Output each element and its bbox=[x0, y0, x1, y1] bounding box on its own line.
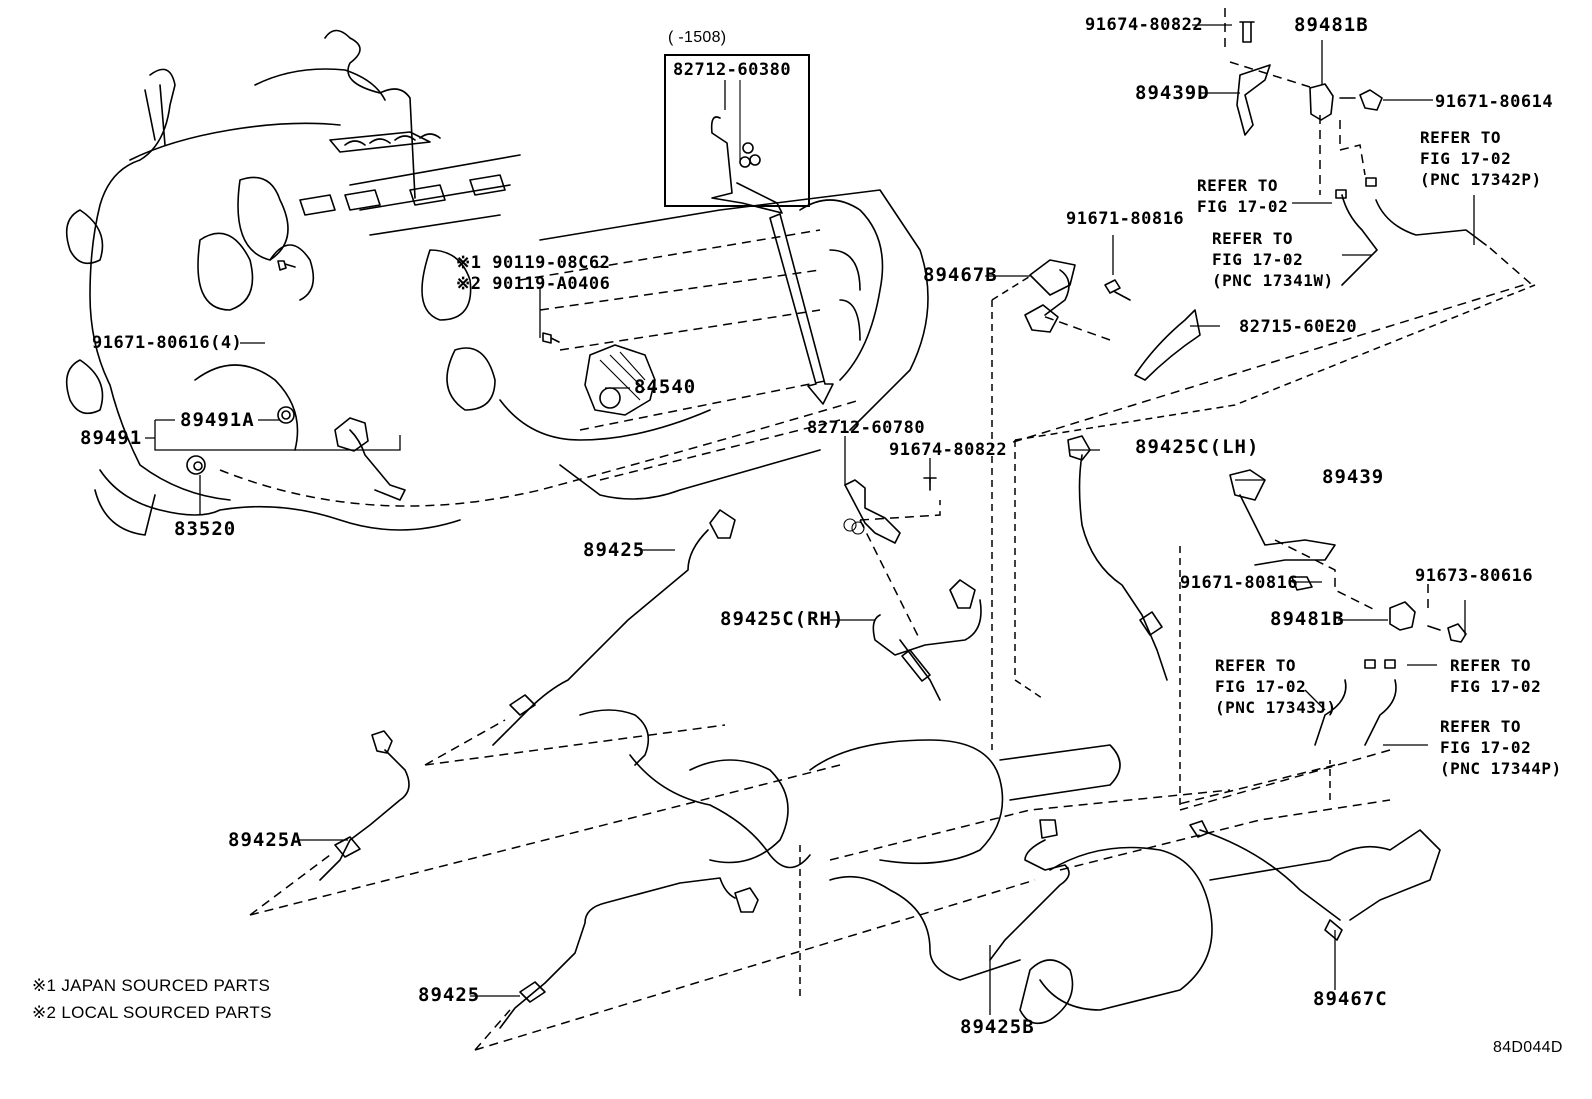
part-label-82712-60780[interactable]: 82712-60780 bbox=[807, 418, 926, 438]
sensor-89425C-RH bbox=[872, 579, 982, 701]
part-label-82715-60E20[interactable]: 82715-60E20 bbox=[1239, 317, 1358, 337]
exhaust-illustration bbox=[579, 709, 1441, 1025]
part-label-91674-80822-top[interactable]: 91674-80822 bbox=[1085, 15, 1204, 35]
refer-note-fig17-02-b[interactable]: REFER TO FIG 17-02 bbox=[1450, 655, 1541, 697]
part-label-89425C-LH[interactable]: 89425C(LH) bbox=[1135, 436, 1260, 458]
part-label-90119-A0406[interactable]: ※2 90119-A0406 bbox=[456, 274, 611, 294]
sensor-89425A bbox=[319, 730, 410, 881]
part-label-89425-upper[interactable]: 89425 bbox=[583, 539, 646, 561]
legend-japan-sourced: ※1 JAPAN SOURCED PARTS bbox=[32, 976, 271, 995]
sensor-89425-lower bbox=[499, 877, 759, 1029]
part-label-91671-80614[interactable]: 91671-80614 bbox=[1435, 92, 1554, 112]
part-label-89425B[interactable]: 89425B bbox=[960, 1016, 1035, 1038]
part-89491-harness bbox=[186, 260, 560, 501]
refer-note-pnc-17344P[interactable]: REFER TO FIG 17-02 (PNC 17344P) bbox=[1440, 716, 1562, 779]
refer-figure: FIG 17-02 bbox=[1215, 677, 1307, 696]
inset-harness-illustration bbox=[710, 80, 783, 214]
bracket-89439D bbox=[1236, 21, 1271, 136]
part-label-89491A[interactable]: 89491A bbox=[180, 409, 255, 431]
hoses-top-right bbox=[1335, 177, 1487, 286]
refer-figure: FIG 17-02 bbox=[1197, 197, 1289, 216]
part-label-91671-80816-mid[interactable]: 91671-80816 bbox=[1180, 573, 1299, 593]
refer-line: REFER TO bbox=[1197, 176, 1279, 195]
refer-figure: FIG 17-02 bbox=[1212, 250, 1304, 269]
refer-line: REFER TO bbox=[1450, 656, 1532, 675]
part-label-89439D[interactable]: 89439D bbox=[1135, 82, 1210, 104]
part-label-89491[interactable]: 89491 bbox=[80, 427, 143, 449]
refer-line: REFER TO bbox=[1212, 229, 1294, 248]
refer-pnc: (PNC 17342P) bbox=[1420, 170, 1542, 189]
refer-note-pnc-17343J[interactable]: REFER TO FIG 17-02 (PNC 17343J) bbox=[1215, 655, 1337, 718]
part-label-91671-80616[interactable]: 91671-80616(4) bbox=[92, 333, 243, 353]
part-label-83520[interactable]: 83520 bbox=[174, 518, 237, 540]
leader-lines bbox=[145, 24, 1475, 1015]
refer-figure: FIG 17-02 bbox=[1440, 738, 1532, 757]
refer-note-pnc-17341W[interactable]: REFER TO FIG 17-02 (PNC 17341W) bbox=[1212, 228, 1334, 291]
sensor-89425B bbox=[989, 819, 1070, 961]
refer-pnc: (PNC 17344P) bbox=[1440, 759, 1562, 778]
part-label-89481B-top[interactable]: 89481B bbox=[1294, 14, 1369, 36]
part-label-89425A[interactable]: 89425A bbox=[228, 829, 303, 851]
refer-note-pnc-17342P[interactable]: REFER TO FIG 17-02 (PNC 17342P) bbox=[1420, 127, 1542, 190]
dashed-guides bbox=[249, 8, 1536, 1051]
part-label-89467B[interactable]: 89467B bbox=[923, 264, 998, 286]
bracket-82715-60E20 bbox=[1104, 279, 1201, 381]
part-label-89481B-mid[interactable]: 89481B bbox=[1270, 608, 1345, 630]
bracket-82712-60780 bbox=[843, 477, 937, 544]
refer-pnc: (PNC 17343J) bbox=[1215, 698, 1337, 717]
refer-note-fig17-02-a[interactable]: REFER TO FIG 17-02 bbox=[1197, 175, 1288, 217]
part-label-84540[interactable]: 84540 bbox=[634, 376, 697, 398]
inset-frame bbox=[664, 54, 810, 207]
part-label-89467C[interactable]: 89467C bbox=[1313, 988, 1388, 1010]
sensor-89467B bbox=[1024, 259, 1076, 333]
sensor-89481B-top bbox=[1309, 83, 1383, 121]
part-label-82712-60380[interactable]: 82712-60380 bbox=[673, 60, 792, 80]
part-label-89425C-RH[interactable]: 89425C(RH) bbox=[720, 608, 845, 630]
refer-figure: FIG 17-02 bbox=[1420, 149, 1512, 168]
sensor-89425C-LH bbox=[1067, 435, 1168, 681]
refer-line: REFER TO bbox=[1420, 128, 1502, 147]
refer-line: REFER TO bbox=[1440, 717, 1522, 736]
part-label-89439[interactable]: 89439 bbox=[1322, 466, 1385, 488]
part-label-91671-80816-top[interactable]: 91671-80816 bbox=[1066, 209, 1185, 229]
figure-id: 84D044D bbox=[1493, 1039, 1563, 1056]
refer-figure: FIG 17-02 bbox=[1450, 677, 1542, 696]
sensor-89481B-mid bbox=[1314, 601, 1467, 746]
part-label-91673-80616[interactable]: 91673-80616 bbox=[1415, 566, 1534, 586]
part-label-89425-lower[interactable]: 89425 bbox=[418, 984, 481, 1006]
bracket-89439 bbox=[1229, 469, 1336, 591]
sensor-89467C bbox=[1189, 820, 1343, 941]
part-label-91674-80822-mid[interactable]: 91674-80822 bbox=[889, 440, 1008, 460]
sensor-89425-upper bbox=[492, 509, 736, 746]
inset-range-label: ( -1508) bbox=[668, 29, 727, 46]
refer-line: REFER TO bbox=[1215, 656, 1297, 675]
part-label-90119-08C62[interactable]: ※1 90119-08C62 bbox=[456, 253, 611, 273]
refer-pnc: (PNC 17341W) bbox=[1212, 271, 1334, 290]
legend-local-sourced: ※2 LOCAL SOURCED PARTS bbox=[32, 1003, 272, 1022]
engine-illustration bbox=[65, 29, 929, 536]
